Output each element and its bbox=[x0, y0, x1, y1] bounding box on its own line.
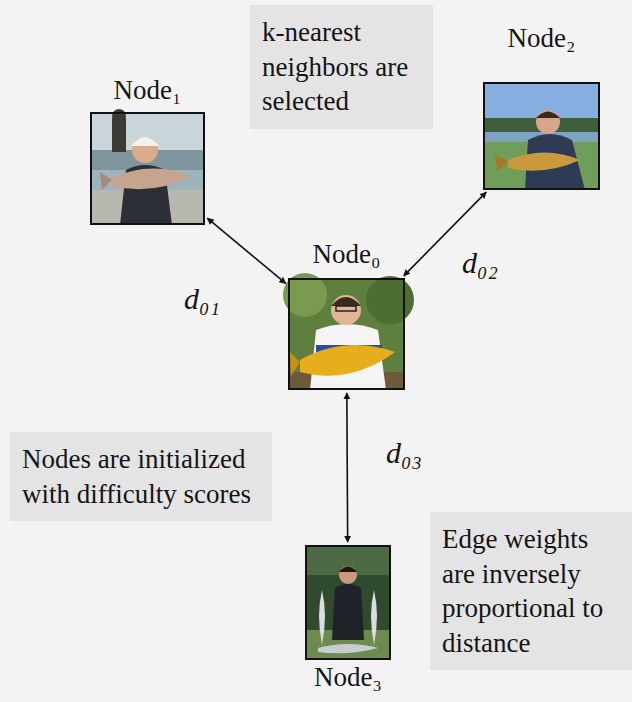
distance-edge bbox=[346, 393, 348, 542]
distance-edge bbox=[207, 218, 285, 283]
image-node: Node₁ bbox=[90, 112, 205, 225]
note-box: Nodes are initialized with difficulty sc… bbox=[10, 432, 272, 521]
note-box: Edge weights are inversely proportional … bbox=[430, 512, 632, 670]
edge-label: d₀₂ bbox=[459, 245, 501, 280]
edge-label: d₀₁ bbox=[181, 281, 223, 316]
image-node: Node₂ bbox=[483, 82, 600, 190]
image-node: Node₀ bbox=[288, 278, 405, 390]
note-text: k-nearest neighbors are selected bbox=[262, 15, 421, 119]
photo-fisher-boy bbox=[283, 273, 414, 390]
note-text: Edge weights are inversely proportional … bbox=[442, 522, 620, 660]
note-text: Nodes are initialized with difficulty sc… bbox=[22, 442, 260, 511]
node-label: Node₃ bbox=[314, 662, 382, 693]
image-node: Node₃ bbox=[305, 545, 391, 660]
node-label: Node₁ bbox=[114, 75, 182, 106]
edge-label: d₀₃ bbox=[383, 435, 425, 470]
node-label: Node₀ bbox=[313, 239, 381, 270]
photo-fisher-lake bbox=[483, 82, 600, 190]
photo-fisher-boat bbox=[90, 109, 205, 225]
photo-fisher-salmon bbox=[305, 545, 391, 660]
note-box: k-nearest neighbors are selected bbox=[250, 5, 433, 129]
node-label: Node₂ bbox=[508, 23, 576, 54]
